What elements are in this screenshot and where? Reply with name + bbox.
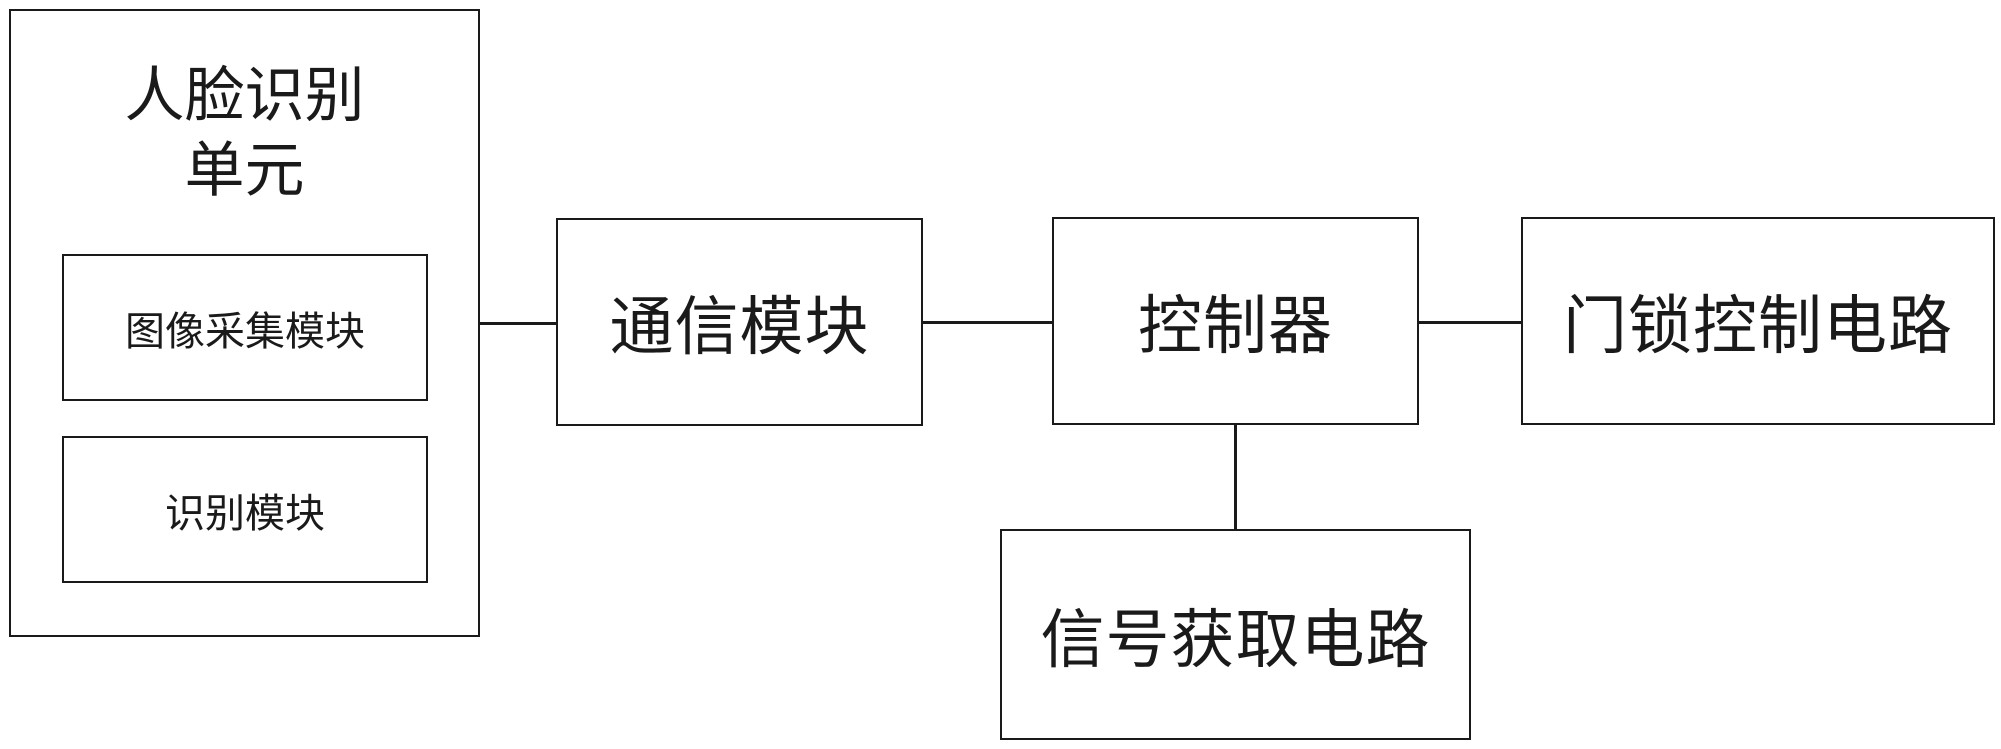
face-recognition-unit-title-line1: 人脸识别 [11,59,478,134]
connector-communication-to-controller [923,321,1052,324]
connector-controller-to-signal-acquisition [1234,425,1237,529]
connector-face-unit-to-communication [480,322,556,325]
face-recognition-unit-title: 人脸识别 单元 [11,59,478,209]
communication-module-box: 通信模块 [556,218,923,426]
door-lock-control-circuit-label: 门锁控制电路 [1563,275,1953,367]
communication-module-label: 通信模块 [610,276,870,368]
door-lock-control-circuit-box: 门锁控制电路 [1521,217,1995,425]
image-capture-module-label: 图像采集模块 [125,299,365,357]
image-capture-module-box: 图像采集模块 [62,254,428,401]
recognition-module-box: 识别模块 [62,436,428,583]
connector-controller-to-door-lock [1419,321,1521,324]
controller-label: 控制器 [1138,275,1333,367]
face-recognition-unit-title-line2: 单元 [11,134,478,209]
controller-box: 控制器 [1052,217,1419,425]
signal-acquisition-circuit-label: 信号获取电路 [1041,589,1431,681]
signal-acquisition-circuit-box: 信号获取电路 [1000,529,1471,740]
recognition-module-label: 识别模块 [165,481,325,539]
